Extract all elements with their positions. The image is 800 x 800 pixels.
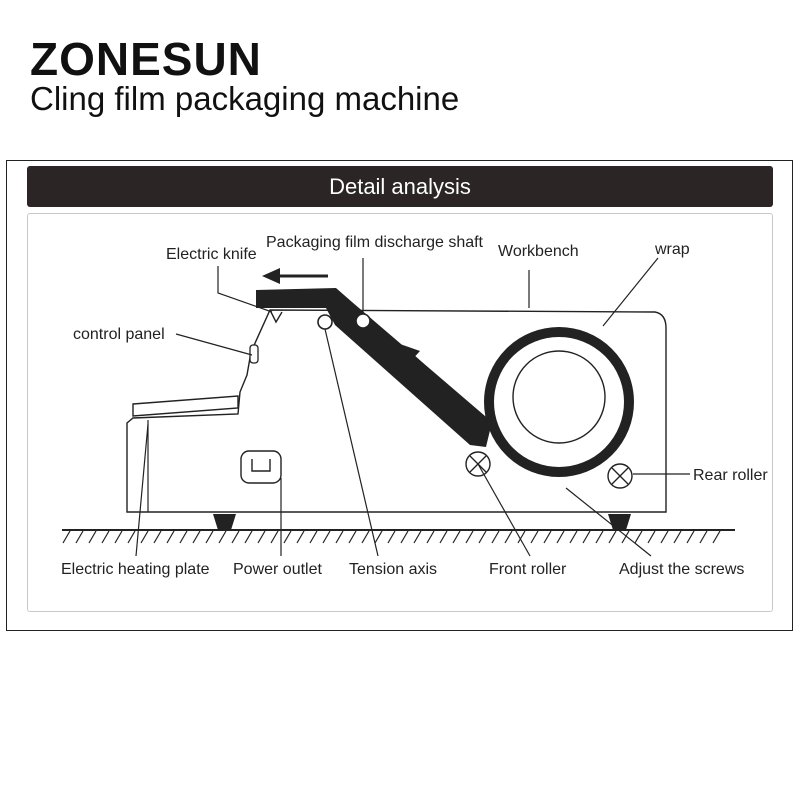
floor-hatch-line xyxy=(504,530,513,544)
floor-hatch-line xyxy=(75,530,84,544)
floor-hatch-line xyxy=(231,530,240,544)
floor-hatch-line xyxy=(673,530,682,544)
floor-hatch-line xyxy=(400,530,409,544)
floor-hatch-line xyxy=(569,530,578,544)
floor-hatch-line xyxy=(582,530,591,544)
banner-title: Detail analysis xyxy=(329,173,471,199)
floor-hatch-line xyxy=(205,530,214,544)
power-outlet-icon xyxy=(240,450,282,484)
heating-plate-shape xyxy=(132,395,239,417)
floor-hatch-line xyxy=(361,530,370,544)
floor-hatch-line xyxy=(244,530,253,544)
label-discharge-shaft: Packaging film discharge shaft xyxy=(266,234,484,251)
floor-hatch-line xyxy=(621,530,630,544)
floor-hatch-line xyxy=(374,530,383,544)
label-rear-roller: Rear roller xyxy=(693,467,768,484)
label-power-outlet: Power outlet xyxy=(233,561,322,578)
floor-hatch-line xyxy=(660,530,669,544)
floor-hatch-line xyxy=(270,530,279,544)
leader-lines xyxy=(135,257,690,557)
floor-hatch-line xyxy=(335,530,344,544)
diagram-frame xyxy=(6,160,793,631)
floor-hatch-line xyxy=(556,530,565,544)
floor-hatch-line xyxy=(322,530,331,544)
floor-hatch-line xyxy=(491,530,500,544)
floor-hatch-line xyxy=(62,530,71,544)
discharge-shaft-roller xyxy=(355,313,371,329)
floor-hatch-line xyxy=(439,530,448,544)
foot-right xyxy=(608,514,631,530)
floor-hatch-line xyxy=(699,530,708,544)
floor-hatch-line xyxy=(88,530,97,544)
floor-hatch-line xyxy=(387,530,396,544)
film-out-arrow xyxy=(262,268,328,284)
product-subtitle: Cling film packaging machine xyxy=(30,80,460,117)
floor-hatch-line xyxy=(114,530,123,544)
film-roll-inner xyxy=(512,350,606,444)
label-tension-axis: Tension axis xyxy=(349,561,437,578)
floor-hatch-line xyxy=(296,530,305,544)
floor-hatch-line xyxy=(465,530,474,544)
floor-hatch-line xyxy=(153,530,162,544)
electric-knife-shape xyxy=(269,309,283,324)
floor-hatch-line xyxy=(426,530,435,544)
rear-roller-icon xyxy=(607,463,633,489)
floor xyxy=(62,529,735,544)
film-path xyxy=(256,288,492,447)
floor-hatch-line xyxy=(647,530,656,544)
diagram-panel xyxy=(27,213,773,612)
label-adjust-screws: Adjust the screws xyxy=(619,561,744,578)
floor-hatch-line xyxy=(348,530,357,544)
floor-hatch-line xyxy=(452,530,461,544)
floor-hatch-line xyxy=(517,530,526,544)
foot-left xyxy=(213,514,236,530)
floor-hatch-line xyxy=(634,530,643,544)
section-banner: Detail analysis xyxy=(27,166,773,207)
floor-hatch-line xyxy=(283,530,292,544)
floor-hatch-line xyxy=(413,530,422,544)
floor-hatch-line xyxy=(101,530,110,544)
label-wrap: wrap xyxy=(654,241,690,258)
floor-hatch-line xyxy=(530,530,539,544)
floor-hatch-line xyxy=(166,530,175,544)
floor-hatch-line xyxy=(595,530,604,544)
label-control-panel: control panel xyxy=(73,326,165,343)
label-front-roller: Front roller xyxy=(489,561,567,578)
floor-hatch-line xyxy=(218,530,227,544)
label-workbench: Workbench xyxy=(498,243,579,260)
floor-hatch-line xyxy=(179,530,188,544)
label-heating-plate: Electric heating plate xyxy=(61,561,210,578)
floor-hatch-line xyxy=(543,530,552,544)
brand-title: ZONESUN xyxy=(30,33,262,85)
film-feed-arrow xyxy=(400,344,451,391)
label-electric-knife: Electric knife xyxy=(166,246,257,263)
floor-hatch-line xyxy=(257,530,266,544)
tension-axis-roller xyxy=(317,314,333,330)
floor-hatch-line xyxy=(686,530,695,544)
floor-hatch-line xyxy=(478,530,487,544)
floor-hatch-line xyxy=(712,530,721,544)
floor-hatch-line xyxy=(127,530,136,544)
control-panel-knob xyxy=(249,344,259,364)
floor-hatch-line xyxy=(608,530,617,544)
floor-hatch-line xyxy=(309,530,318,544)
floor-hatch-line xyxy=(140,530,149,544)
floor-hatch-line xyxy=(192,530,201,544)
